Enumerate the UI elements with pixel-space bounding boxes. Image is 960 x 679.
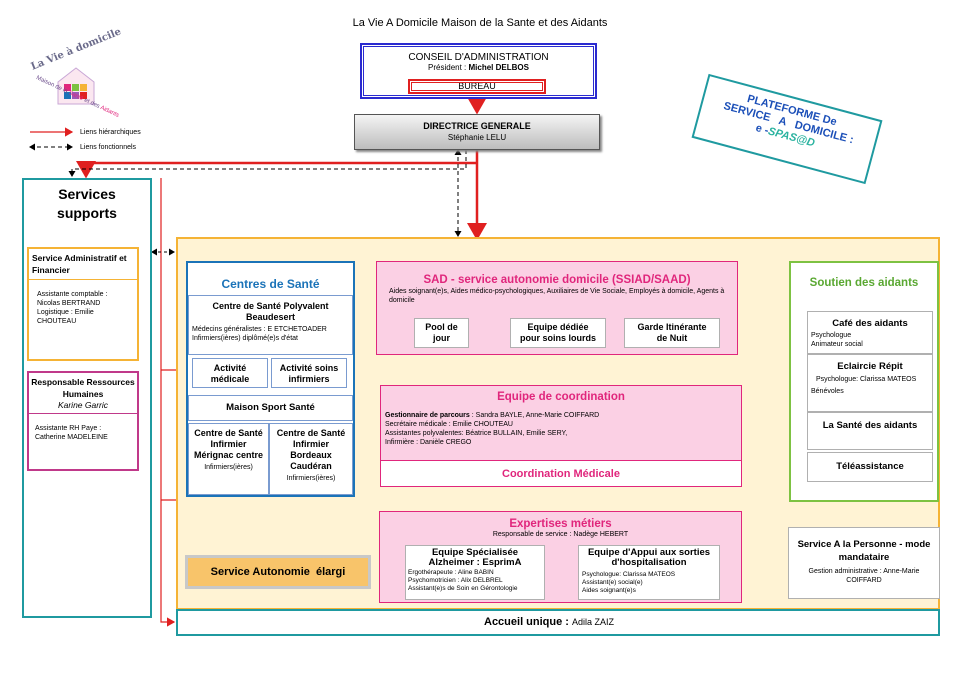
centre-cauderan: Centre de Santé Infirmier Bordeaux Caudé… (269, 423, 353, 495)
garde-itinerante: Garde Itinérante de Nuit (624, 318, 720, 348)
service-administratif: Service Administratif et Financier Assis… (27, 247, 139, 361)
directrice-name: Stéphanie LELU (447, 133, 507, 142)
directrice-title: DIRECTRICE GENERALE (423, 121, 531, 131)
services-supports-title: Services supports (57, 186, 117, 221)
page-title: La Vie A Domicile Maison de la Sante et … (352, 17, 608, 29)
centres-sante-title: Centres de Santé (221, 277, 320, 291)
expertises-resp: Responsable de service : Nadège HEBERT (492, 531, 629, 538)
service-personne: Service A la Personne - mode mandataire … (788, 527, 940, 599)
legend-hierarchical-label: Liens hiérarchiques (80, 129, 141, 136)
centre-polyvalent: Centre de Santé Polyvalent Beaudesert Mé… (188, 295, 353, 355)
cafe-aidants: Café des aidants Psychologue Animateur s… (807, 311, 933, 354)
eclaircie-repit: Eclaircie Répit Psychologue: Clarissa MA… (807, 354, 933, 412)
service-administratif-staff: Assistante comptable : Nicolas BERTRAND … (37, 291, 108, 325)
centre-polyvalent-staff: Médecins généralistes : E ETCHETOADER In… (192, 326, 327, 342)
equipe-appui-hospitalisation: Equipe d'Appui aux sorties d'hospitalisa… (578, 545, 720, 600)
logo-house-icon (57, 67, 95, 105)
soutien-title: Soutien des aidants (809, 277, 919, 289)
equipe-alzheimer: Equipe Spécialisée Alzheimer : EsprimA E… (405, 545, 545, 600)
activite-soins-infirmiers: Activité soins infirmiers (271, 358, 347, 388)
directrice-generale: DIRECTRICE GENERALE Stéphanie LELU (354, 114, 600, 150)
service-autonomie-elargi: Service Autonomie élargi (185, 555, 371, 589)
coordination-title: Equipe de coordination (497, 391, 625, 403)
maison-sport-sante: Maison Sport Santé (188, 395, 353, 421)
accueil-unique: Accueil unique : Adila ZAIZ (176, 609, 940, 636)
bureau-box: BUREAU (408, 79, 546, 94)
legend-functional-label: Liens fonctionnels (80, 144, 137, 151)
equipe-soins-lourds: Equipe dédiée pour soins lourds (510, 318, 606, 348)
expertises-title: Expertises métiers (509, 518, 612, 530)
coordination-medicale: Coordination Médicale (380, 460, 742, 487)
conseil-title: CONSEIL D'ADMINISTRATION (408, 52, 549, 63)
centre-merignac: Centre de Santé Infirmier Mérignac centr… (188, 423, 269, 495)
sad-sub: Aides soignant(e)s, Aides médico-psychol… (389, 288, 725, 304)
conseil-administration: CONSEIL D'ADMINISTRATION Président : Mic… (360, 43, 597, 99)
logo: La Vie à domicile Maison de la Santé et … (18, 26, 133, 122)
conseil-president: Président : Michel DELBOS (428, 63, 529, 72)
sante-des-aidants: La Santé des aidants (807, 412, 933, 450)
teleassistance: Téléassistance (807, 452, 933, 482)
accueil-label: Accueil unique : (484, 616, 573, 628)
responsable-rh-header: Responsable Ressources Humaines Karine G… (29, 373, 137, 414)
activite-medicale: Activité médicale (192, 358, 268, 388)
coordination-staff: Gestionnaire de parcours : Sandra BAYLE,… (385, 412, 600, 446)
accueil-name: Adila ZAIZ (572, 617, 615, 627)
centre-polyvalent-title: Centre de Santé Polyvalent Beaudesert (212, 301, 329, 322)
service-administratif-title: Service Administratif et Financier (29, 249, 137, 280)
pool-de-jour: Pool de jour (414, 318, 469, 348)
responsable-rh-staff: Assistante RH Paye : Catherine MADELEINE (35, 425, 108, 441)
responsable-rh: Responsable Ressources Humaines Karine G… (27, 371, 139, 471)
sad-title: SAD - service autonomie domicile (SSIAD/… (423, 274, 691, 286)
